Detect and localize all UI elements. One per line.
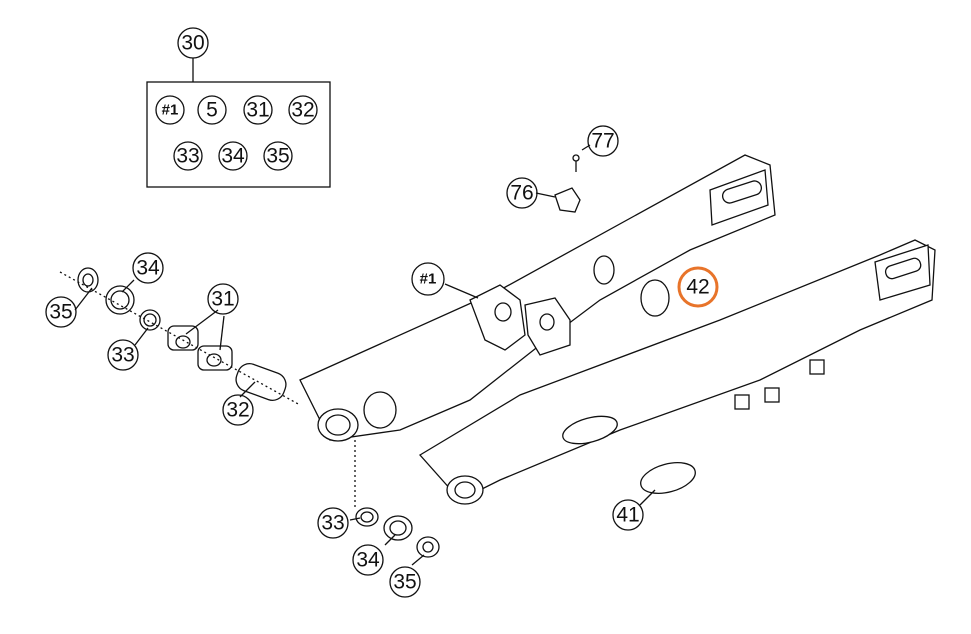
svg-text:#1: #1 (162, 102, 179, 119)
callout-76[interactable]: 76 (506, 177, 538, 209)
svg-text:33: 33 (176, 145, 199, 168)
kit-callout-5[interactable]: 5 (197, 95, 227, 125)
kit-callout-32[interactable]: 32 (288, 95, 318, 125)
svg-text:33: 33 (321, 512, 344, 535)
svg-text:42: 42 (686, 276, 709, 299)
callout-35-bottom[interactable]: 35 (389, 566, 421, 598)
bottom-pivot-parts (349, 440, 440, 566)
svg-text:35: 35 (266, 145, 289, 168)
kit-callout-31[interactable]: 31 (243, 95, 273, 125)
svg-text:34: 34 (356, 549, 380, 572)
callout-33-bottom[interactable]: 33 (317, 507, 349, 539)
callout-1[interactable]: #1 (411, 262, 445, 296)
svg-text:35: 35 (49, 301, 72, 324)
svg-text:32: 32 (291, 99, 314, 122)
svg-text:#1: #1 (420, 271, 437, 288)
highlight-ring-42 (677, 266, 719, 308)
kit-box (146, 58, 331, 188)
callout-41[interactable]: 41 (612, 499, 644, 531)
callout-34-left[interactable]: 34 (132, 252, 164, 284)
callout-31[interactable]: 31 (207, 283, 239, 315)
callout-35-left[interactable]: 35 (45, 296, 77, 328)
callout-30[interactable]: 30 (177, 27, 209, 59)
svg-text:30: 30 (181, 32, 204, 55)
svg-text:41: 41 (616, 504, 639, 527)
callout-33-left[interactable]: 33 (107, 339, 139, 371)
svg-text:5: 5 (206, 99, 218, 122)
svg-text:32: 32 (226, 399, 249, 422)
callout-42[interactable]: 42 (686, 276, 709, 299)
swingarm (299, 154, 936, 505)
kit-frame (146, 81, 331, 188)
kit-callout-34[interactable]: 34 (218, 141, 248, 171)
cap-41 (639, 462, 696, 506)
svg-text:34: 34 (136, 257, 160, 280)
clip-76 (535, 187, 581, 213)
callout-32[interactable]: 32 (222, 394, 254, 426)
svg-text:31: 31 (246, 99, 269, 122)
kit-callout-1[interactable]: #1 (155, 95, 185, 125)
left-pivot-parts (59, 267, 301, 406)
svg-text:31: 31 (211, 288, 234, 311)
callout-77[interactable]: 77 (587, 125, 619, 157)
opening-42 (640, 279, 670, 317)
kit-callout-33[interactable]: 33 (173, 141, 203, 171)
svg-text:34: 34 (221, 145, 245, 168)
svg-text:77: 77 (591, 130, 614, 153)
bolt-77 (572, 144, 591, 172)
callout-34-bottom[interactable]: 34 (352, 544, 384, 576)
svg-text:35: 35 (393, 571, 416, 594)
svg-text:33: 33 (111, 344, 134, 367)
kit-callout-35[interactable]: 35 (263, 141, 293, 171)
svg-text:76: 76 (510, 182, 533, 205)
